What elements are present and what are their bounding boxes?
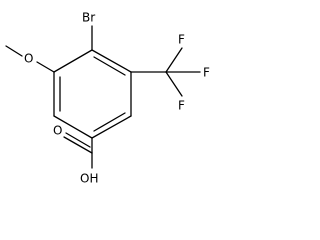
- bond-c2-o: [36, 61, 55, 73]
- ring-bond-c5-c6: [91, 115, 132, 139]
- chemical-structure: Br O F F F O OH: [5, 11, 210, 186]
- ring-bond-c6-c1: [53, 115, 93, 139]
- bond-o-methyl: [5, 45, 23, 57]
- ring-bond-c2-c3: [53, 49, 93, 73]
- carbonyl-double-bond-inner: [65, 132, 91, 148]
- hydroxyl-label: OH: [80, 172, 98, 186]
- carbonyl-oxygen-label: O: [53, 124, 62, 138]
- bromine-label: Br: [82, 11, 95, 25]
- carbonyl-double-bond-outer: [63, 136, 93, 154]
- fluorine-top-label: F: [178, 33, 185, 47]
- bond-cf3-f-bottom: [165, 71, 183, 97]
- methoxy-oxygen-label: O: [24, 52, 33, 66]
- bond-cf3-f-top: [165, 47, 183, 73]
- ring-double-bond-c5-c6: [93, 112, 126, 132]
- fluorine-middle-label: F: [203, 66, 210, 80]
- fluorine-bottom-label: F: [178, 99, 185, 113]
- ring-bond-c3-c4: [91, 49, 132, 73]
- ring-double-bond-c3-c4: [93, 56, 126, 76]
- benzene-ring: [53, 49, 132, 139]
